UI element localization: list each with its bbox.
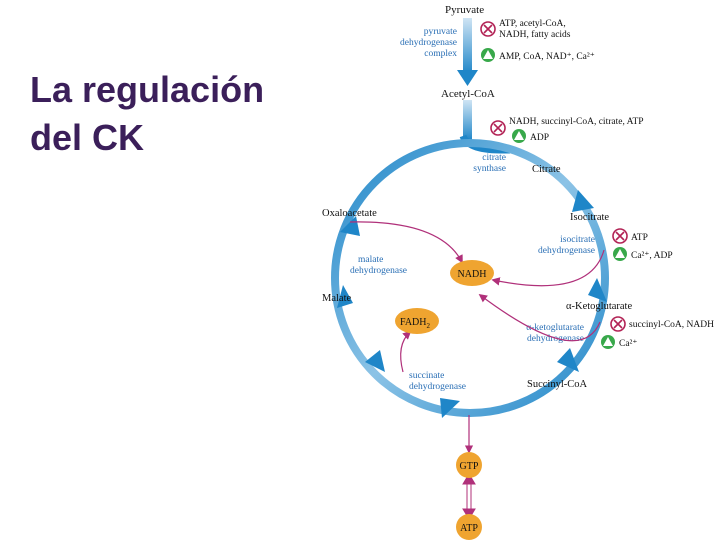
node-nadh: NADH [450, 260, 494, 286]
label-alpha-ketoglutarate: α-Ketoglutarate [566, 301, 632, 312]
akgdh-activators: Ca²⁺ [619, 339, 637, 349]
inhibit-x-icon [490, 120, 506, 136]
label-citrate: Citrate [532, 164, 561, 175]
enzyme-succinate-dehydrogenase: succinate dehydrogenase [409, 371, 466, 392]
svg-text:α-ketoglutarate: α-ketoglutarate [526, 323, 584, 333]
slide-title: La regulación del CK [30, 66, 264, 162]
gtp-atp-double-arrow [462, 473, 476, 520]
enzyme-malate-dehydrogenase: malate dehydrogenase [350, 255, 407, 276]
label-succinyl-coa: Succinyl-CoA [527, 379, 587, 390]
enzyme-alpha-ketoglutarate-dehydrogenase: α-ketoglutarate dehydrogenase [526, 323, 584, 344]
side-arrows [349, 221, 605, 454]
cs-activators: ADP [530, 133, 549, 143]
label-pyruvate: Pyruvate [445, 4, 484, 16]
idh-activators: Ca²⁺, ADP [631, 251, 673, 261]
label-malate: Malate [322, 293, 351, 304]
activate-triangle-icon [481, 48, 495, 62]
ring-arrowhead [557, 348, 579, 372]
svg-text:synthase: synthase [473, 164, 506, 174]
node-atp: ATP [456, 514, 482, 540]
enzyme-citrate-synthase: citrate synthase [473, 153, 506, 174]
svg-text:dehydrogenase: dehydrogenase [527, 334, 584, 344]
enzyme-isocitrate-dehydrogenase: isocitrate dehydrogenase [538, 235, 595, 256]
inhibit-x-icon [610, 316, 626, 332]
idh-inhibitors: ATP [631, 233, 648, 243]
svg-text:dehydrogenase: dehydrogenase [409, 382, 466, 392]
slide-title-line-1: La regulación [30, 69, 265, 110]
inhibit-x-icon [612, 228, 628, 244]
pdh-inhibitors-line-2: NADH, fatty acids [499, 29, 571, 40]
akgdh-inhibitors: succinyl-CoA, NADH [629, 320, 714, 330]
node-fadh2: FADH2 [395, 308, 439, 334]
svg-text:GTP: GTP [460, 461, 479, 472]
svg-text:succinate: succinate [409, 371, 444, 381]
svg-text:dehydrogenase: dehydrogenase [400, 38, 457, 48]
ring-arrowhead [365, 350, 385, 372]
label-acetyl-coa: Acetyl-CoA [441, 88, 495, 100]
svg-text:citrate: citrate [482, 153, 506, 163]
svg-text:NADH: NADH [458, 269, 487, 280]
svg-text:FADH2: FADH2 [400, 317, 430, 330]
svg-text:isocitrate: isocitrate [560, 235, 595, 245]
ring-arrowhead [340, 216, 360, 236]
activate-triangle-icon [512, 129, 526, 143]
node-gtp: GTP [456, 452, 482, 478]
cycle-ring [331, 139, 609, 418]
pdh-activators: AMP, CoA, NAD⁺, Ca²⁺ [499, 52, 595, 62]
pdh-inhibitors-line-1: ATP, acetyl-CoA, [499, 19, 566, 29]
ring-arrowhead [440, 398, 460, 418]
svg-text:dehydrogenase: dehydrogenase [538, 246, 595, 256]
svg-text:complex: complex [424, 49, 457, 59]
activate-triangle-icon [601, 335, 615, 349]
svg-text:ATP: ATP [460, 523, 478, 534]
ring-arrowhead [572, 190, 594, 212]
svg-text:malate: malate [358, 255, 383, 265]
cs-inhibitors: NADH, succinyl-CoA, citrate, ATP [509, 117, 644, 127]
ring-arrowhead [588, 278, 607, 302]
svg-text:dehydrogenase: dehydrogenase [350, 266, 407, 276]
label-isocitrate: Isocitrate [570, 212, 609, 223]
activate-triangle-icon [613, 247, 627, 261]
ring-arrowhead [337, 285, 353, 308]
label-oxaloacetate: Oxaloacetate [322, 208, 377, 219]
slide-title-line-2: del CK [30, 117, 145, 158]
enzyme-pyruvate-dehydrogenase-complex: pyruvate dehydrogenase complex [400, 27, 457, 59]
pyruvate-to-acetyl-coa-arrow [457, 18, 478, 86]
svg-text:pyruvate: pyruvate [424, 27, 457, 37]
inhibit-x-icon [480, 21, 496, 37]
